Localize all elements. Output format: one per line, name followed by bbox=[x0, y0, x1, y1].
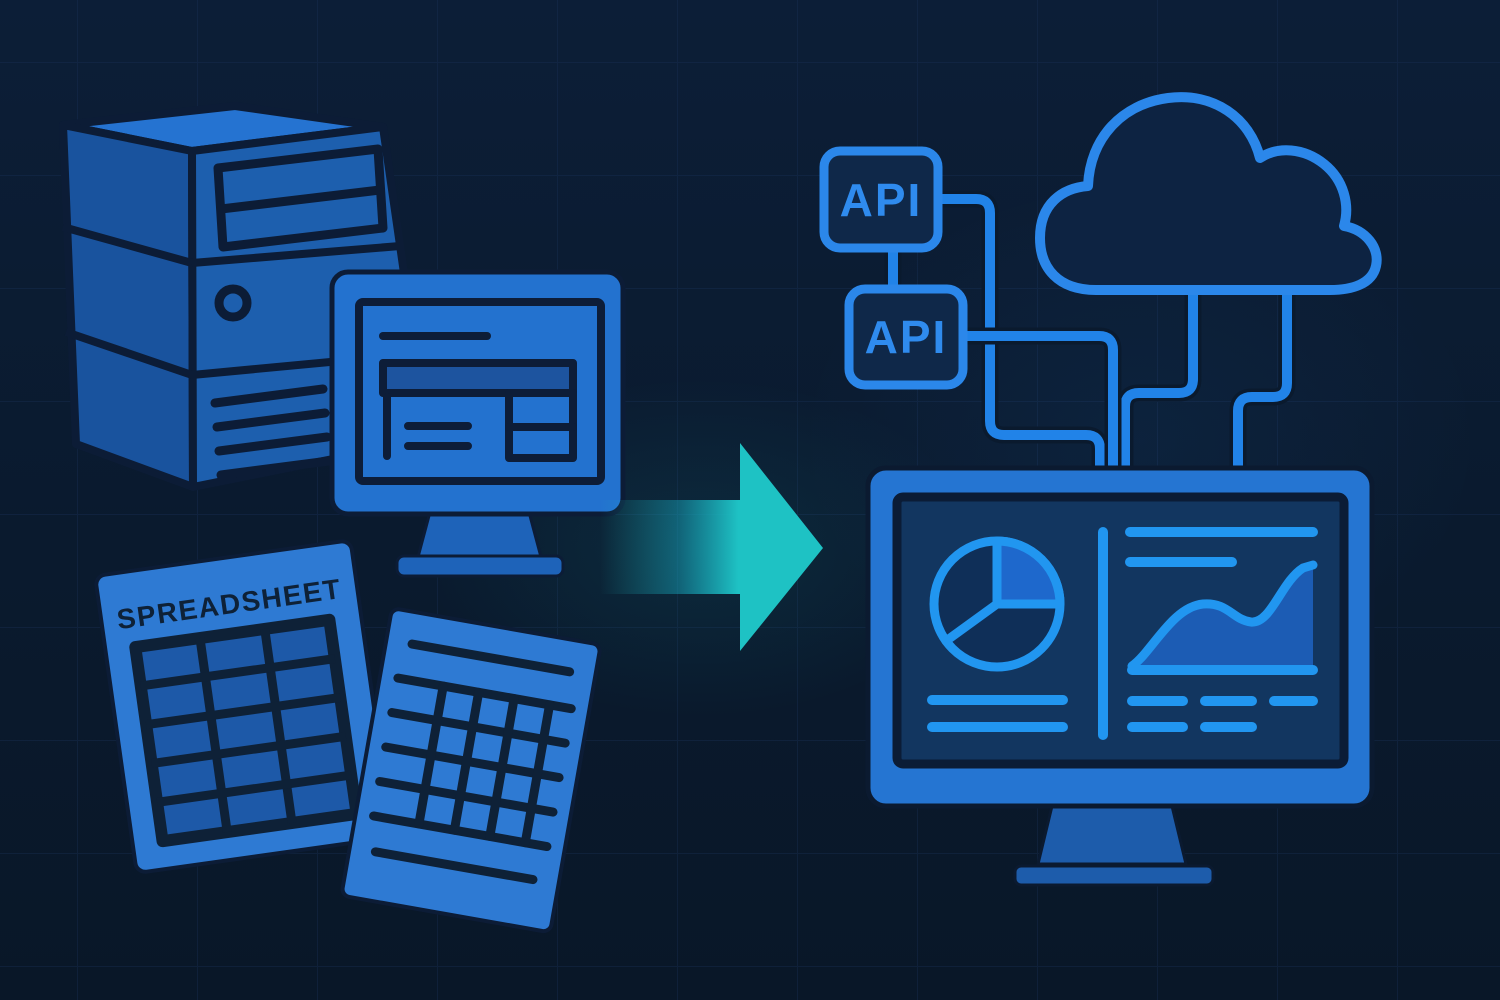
pie-wedge bbox=[992, 536, 1065, 609]
pie-radius bbox=[941, 599, 1002, 646]
dashboard-monitor-base bbox=[1013, 864, 1215, 887]
server-side-seams bbox=[61, 223, 194, 379]
server-icon bbox=[59, 102, 432, 491]
document-paper bbox=[340, 607, 602, 934]
document-grid-icon bbox=[340, 607, 602, 934]
dashboard-monitor-icon bbox=[865, 465, 1375, 887]
arrow-right-icon bbox=[600, 443, 823, 651]
pie-caption-lines bbox=[927, 695, 1068, 732]
legacy-window-header bbox=[379, 359, 577, 397]
server-power-button bbox=[214, 284, 252, 322]
legacy-monitor-neck bbox=[416, 510, 543, 559]
server-vents bbox=[210, 384, 334, 480]
spreadsheet-gridlines bbox=[140, 628, 352, 833]
integration-connectors bbox=[884, 190, 1296, 470]
connector-api1-monitor bbox=[938, 194, 1105, 470]
legacy-window-text-lines bbox=[404, 422, 472, 450]
server-drive-bay bbox=[213, 144, 388, 252]
api-box-bottom bbox=[844, 284, 968, 390]
legacy-monitor-screen bbox=[355, 298, 605, 485]
server-side-face bbox=[59, 121, 197, 491]
spreadsheet-icon: SPREADSHEET bbox=[94, 539, 393, 874]
spreadsheet-table bbox=[129, 613, 363, 848]
api-box-top-label: API bbox=[840, 174, 923, 226]
legacy-monitor-base bbox=[395, 554, 565, 578]
api-box-bottom-label: API bbox=[865, 311, 948, 363]
connector-api2-monitor bbox=[963, 331, 1118, 470]
server-drive-bay-slot bbox=[220, 185, 381, 214]
cloud-icon bbox=[1035, 92, 1382, 295]
connector-cloud-left-monitor bbox=[1120, 270, 1198, 470]
api-box-top bbox=[819, 146, 943, 253]
legacy-monitor-icon bbox=[329, 269, 626, 578]
document-lines bbox=[369, 639, 576, 885]
area-chart-icon bbox=[1125, 527, 1318, 732]
api-node-icon: API API bbox=[819, 146, 968, 390]
area-chart-fill bbox=[1132, 565, 1313, 666]
connector-cloud-right-monitor bbox=[1233, 260, 1292, 470]
area-chart-title-lines bbox=[1125, 527, 1318, 567]
pie-chart-icon bbox=[927, 536, 1068, 732]
area-chart-curve bbox=[1127, 560, 1318, 671]
area-chart-legend-dashes bbox=[1127, 696, 1318, 732]
dashboard-monitor-neck bbox=[1036, 804, 1188, 866]
